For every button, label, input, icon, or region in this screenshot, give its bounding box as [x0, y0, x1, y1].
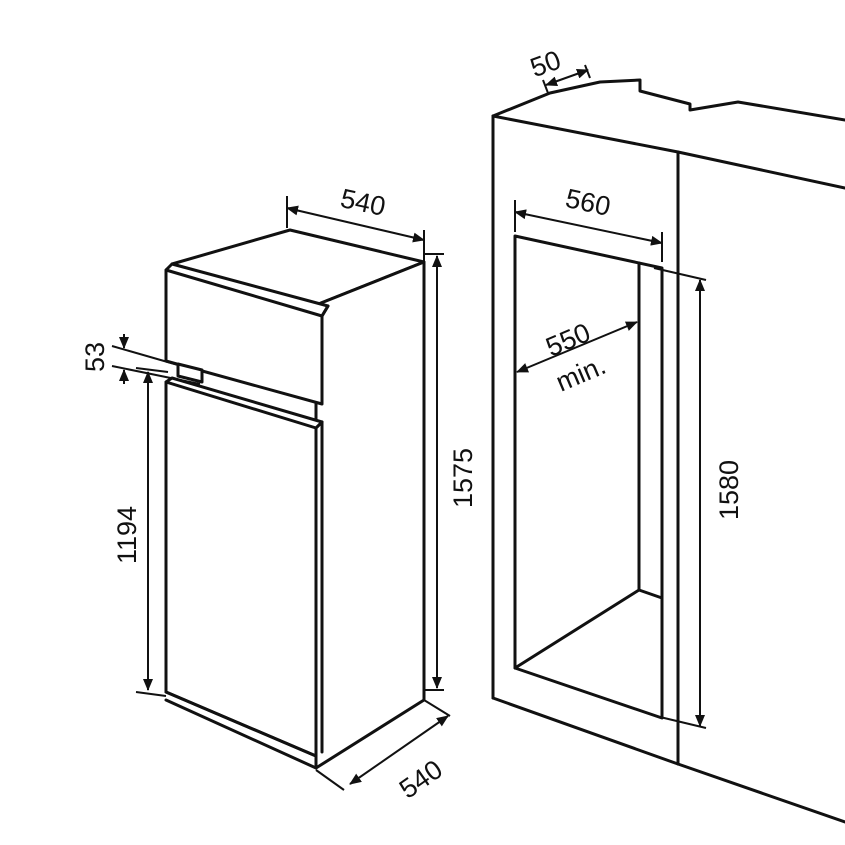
cabinet-niche	[491, 78, 845, 824]
fridge-door-edge	[164, 380, 318, 430]
fridge-door-bottom	[164, 690, 318, 758]
dim-fridge-door-height: 1194	[112, 367, 169, 697]
niche-floor-back	[637, 588, 664, 600]
cabinet-front-bottom-edge	[491, 696, 680, 766]
dim-niche-height: 1580	[653, 267, 744, 729]
dim-niche-depth: 550 min.	[516, 317, 638, 397]
niche-height-label: 1580	[714, 460, 744, 520]
cabinet-front-top-edge	[491, 114, 680, 154]
niche-top-offset-label: 50	[526, 45, 564, 83]
freezer-door-edge	[164, 268, 324, 318]
appliance-gap-label: 53	[80, 342, 110, 372]
cabinet-top-outline	[491, 78, 845, 122]
dim-appliance-height: 1575	[424, 253, 478, 691]
cabinet-side-bottom-edge	[676, 762, 845, 824]
appliance-height-label: 1575	[448, 448, 478, 508]
appliance-depth-label: 540	[394, 754, 448, 804]
fridge-door-height-label: 1194	[112, 506, 142, 564]
cabinet-side-top-edge	[676, 150, 845, 190]
fridge-door	[164, 376, 324, 758]
appliance-body	[164, 228, 426, 770]
dim-appliance-gap: 53	[80, 334, 201, 385]
dim-niche-width: 560	[514, 183, 663, 262]
niche-width-label: 560	[563, 183, 613, 222]
appliance-side-face	[314, 260, 426, 770]
door-gap-strip	[176, 362, 204, 384]
freezer-door-side	[320, 304, 330, 318]
appliance-width-label: 540	[338, 183, 388, 222]
niche-floor-edge	[513, 588, 641, 670]
